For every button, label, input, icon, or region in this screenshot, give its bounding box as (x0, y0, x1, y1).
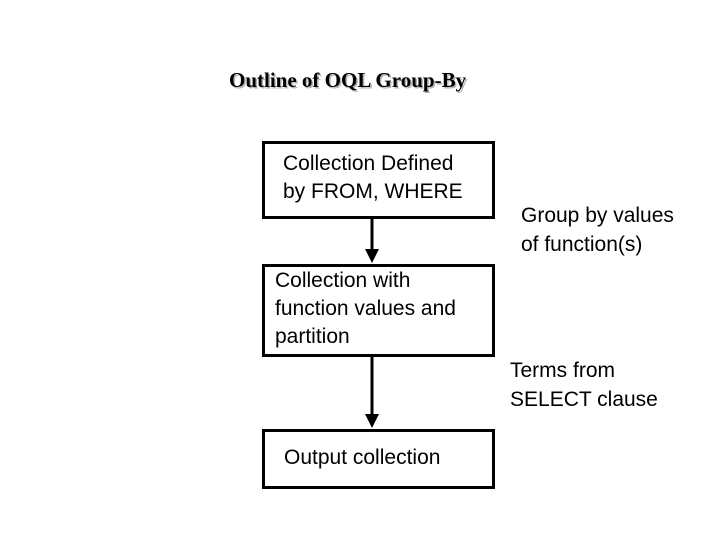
arrow-2-head (365, 414, 379, 428)
function-partition-collection-box: Collection with function values and part… (262, 264, 495, 357)
from-where-collection-box: Collection Defined by FROM, WHERE (262, 141, 495, 219)
select-terms-annotation: Terms from SELECT clause (510, 359, 658, 411)
arrow-2 (365, 357, 379, 428)
group-by-annotation: Group by values of function(s) (521, 204, 674, 256)
arrow-1 (365, 219, 379, 263)
output-collection-box: Output collection (262, 429, 495, 489)
slide-title: Outline of OQL Group-By (229, 68, 467, 92)
arrow-1-head (365, 249, 379, 263)
